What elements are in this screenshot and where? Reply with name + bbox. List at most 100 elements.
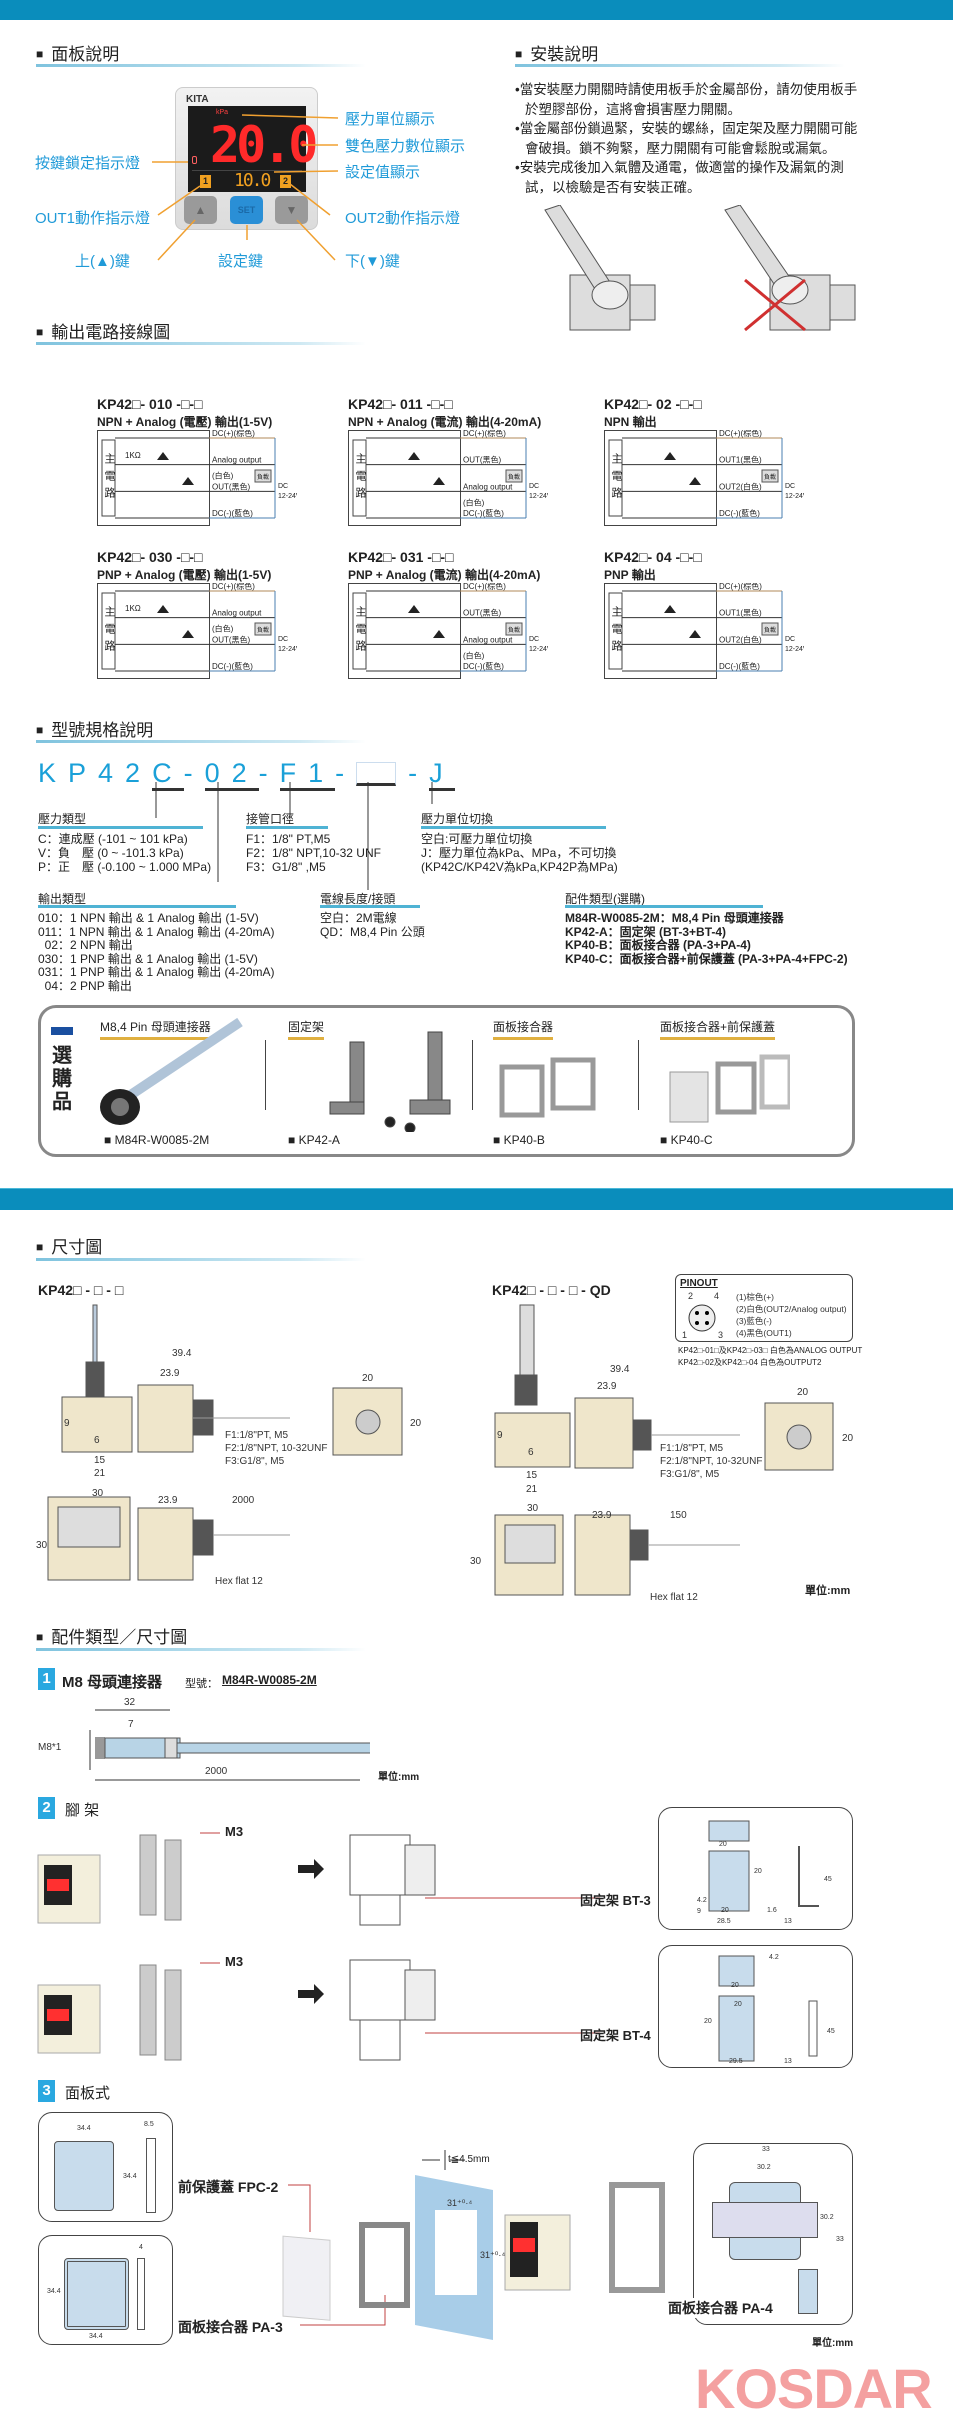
dim-label: 9 <box>697 1908 701 1915</box>
up-button[interactable]: ▲ <box>184 196 217 224</box>
dim-label: 20 <box>797 1387 809 1398</box>
unit-label: 單位:mm <box>805 1585 851 1597</box>
option-product-images <box>100 1017 790 1132</box>
circuit-description: PNP 輸出 <box>604 568 656 582</box>
unit-label: 單位:mm <box>378 1772 420 1783</box>
wire-label: DC(-)(藍色) <box>463 661 504 671</box>
code-port: F1 <box>279 758 336 791</box>
panel-thickness-label: t≦4.5mm <box>448 2154 490 2165</box>
pa4-dimension-box: 33 30.2 30.2 33 <box>693 2143 853 2325</box>
dim-label: 2000 <box>232 1495 255 1506</box>
dim-label: 34.4 <box>47 2288 61 2295</box>
wire-label: (白色) <box>463 650 485 660</box>
title-underline <box>36 740 366 743</box>
wire-label: OUT2(白色) <box>719 634 762 644</box>
list-item: KP40-B：面板接合器 (PA-3+PA-4) <box>565 938 751 952</box>
list-item: 011：1 NPN 輸出 & 1 Analog 輸出 (4-20mA) <box>38 924 275 939</box>
dim-label: 150 <box>670 1510 687 1521</box>
optional-products-title: 選購品 <box>52 1045 72 1113</box>
set-button[interactable]: SET <box>230 196 263 224</box>
connector-image <box>100 1017 243 1125</box>
list-item: (KP42C/KP42V為kPa,KP42P為MPa) <box>421 860 618 874</box>
qd-model: KP42□ - □ - □ - QD <box>492 1282 611 1298</box>
bt4-dimension-box: 20 20 20 45 4.2 29.5 13 <box>658 1945 853 2068</box>
dim-label: 30.2 <box>820 2214 834 2221</box>
wire-label: OUT1(黑色) <box>719 455 762 465</box>
supply-label: DC <box>785 483 795 490</box>
wire-label: DC(-)(藍色) <box>212 508 253 518</box>
dim-label: 13 <box>784 2058 792 2065</box>
dim-label: 6 <box>528 1447 534 1458</box>
heading-output-type: 輸出類型 <box>38 892 87 906</box>
voltage-label: 12-24V <box>785 493 804 500</box>
code-sep: - <box>408 758 430 788</box>
dim-label: 4.2 <box>697 1897 707 1904</box>
dim-label: 4 <box>139 2244 143 2251</box>
main-circuit-label: 主電路 <box>354 452 366 504</box>
wire-label: OUT(黑色) <box>463 608 502 618</box>
screw-label: M3 <box>225 1954 244 1969</box>
list-item: 空白:可壓力單位切換 <box>421 832 533 846</box>
install-note: •當金屬部份鎖過緊，安裝的螺絲，固定架及壓力開關可能會破損。鎖不夠緊，壓力開關有… <box>515 121 858 156</box>
list-item: V：負 壓 (0 ~ -101.3 kPa) <box>38 846 184 860</box>
main-circuit-label: 主電路 <box>103 605 115 657</box>
code-pressure: C <box>152 758 184 791</box>
wire-label: OUT(黑色) <box>212 634 251 644</box>
wire-label: OUT(黑色) <box>212 481 251 491</box>
pa3-dimension-box: 34.4 4 34.4 <box>38 2235 173 2345</box>
screw-label: M3 <box>225 1824 244 1839</box>
pinout-title: PINOUT <box>680 1278 718 1289</box>
voltage-label: 12-24V <box>785 646 804 653</box>
code-sep: - <box>258 758 280 788</box>
supply-label: DC <box>278 483 288 490</box>
dim-label: 30 <box>527 1503 539 1514</box>
lock-icon <box>192 156 197 164</box>
circuit-diagram: DC(+)(棕色)OUT(黑色)Analog output(白色)DC(-)(藍… <box>348 430 548 526</box>
dim-label: 2000 <box>205 1766 228 1777</box>
list-item: 031：1 PNP 輸出 & 1 Analog 輸出 (4-20mA) <box>38 965 275 979</box>
option-code: ■ KP40-C <box>660 1133 713 1147</box>
voltage-label: 12-24V <box>529 493 548 500</box>
optional-products-panel <box>38 1005 855 1157</box>
dim-label: 20 <box>410 1418 422 1429</box>
list-item: 030：1 PNP 輸出 & 1 Analog 輸出 (1-5V) <box>38 951 258 966</box>
load-label: 負載 <box>508 626 520 634</box>
title-underline <box>36 64 366 67</box>
dim-label: 15 <box>526 1470 538 1481</box>
dim-label: 20 <box>842 1433 854 1444</box>
dim-label: 45 <box>824 1876 832 1883</box>
dim-label: 23.9 <box>592 1510 612 1521</box>
wire-label: DC(+)(棕色) <box>463 583 506 591</box>
install-note: •當安裝壓力開關時請使用板手於金屬部份，請勿使用板手於塑膠部份，這將會損害壓力開… <box>515 82 858 117</box>
supply-label: DC <box>278 636 288 643</box>
port-spec: F1:1/8"PT, M5 <box>225 1430 289 1441</box>
option-heading: 面板接合器+前保護蓋 <box>660 1018 776 1040</box>
bt4-label: 固定架 BT-4 <box>580 2028 651 2043</box>
list-item: KP40-C：面板接合器+前保護蓋 (PA-3+PA-4+FPC-2) <box>565 951 848 966</box>
circuit-model: KP42□- 010 -□-□ <box>97 396 203 412</box>
load-label: 負載 <box>764 626 776 634</box>
dim-label: 20 <box>704 2018 712 2025</box>
down-button[interactable]: ▼ <box>275 196 308 224</box>
cutout-dim: 31⁺⁰·⁴ <box>447 2198 473 2208</box>
wire-label: DC(+)(棕色) <box>212 430 255 438</box>
dim-label: 28.5 <box>717 1918 731 1925</box>
dim-label: 15 <box>94 1455 106 1466</box>
wire-label: DC(+)(棕色) <box>463 430 506 438</box>
dim-label: 34.4 <box>123 2173 137 2180</box>
section-title-accessories: 配件類型／尺寸圖 <box>36 1623 187 1648</box>
wire-label: (白色) <box>463 497 485 507</box>
cutout-dim: 31⁺⁰·⁴ <box>480 2250 506 2260</box>
wire-label: Analog output <box>212 609 262 618</box>
list-item: 04：2 PNP 輸出 <box>38 978 132 993</box>
pinout-note: KP42□-02及KP42□-04 白色為OUTPUT2 <box>678 1358 822 1367</box>
voltage-label: 12-24V <box>278 493 297 500</box>
set-value: 10.0 <box>234 170 271 191</box>
unit-indicator: kPa <box>216 109 229 116</box>
label-dual-display: 雙色壓力數位顯示 <box>345 138 466 155</box>
pinout-note: KP42□-01□及KP42□-03□ 白色為ANALOG OUTPUT <box>678 1346 863 1355</box>
code-prefix: KP42 <box>38 758 153 788</box>
pinout-box: PINOUT 2 4 1 3 (1)棕色(+)(2)白色(OUT2/Analog… <box>675 1274 853 1342</box>
